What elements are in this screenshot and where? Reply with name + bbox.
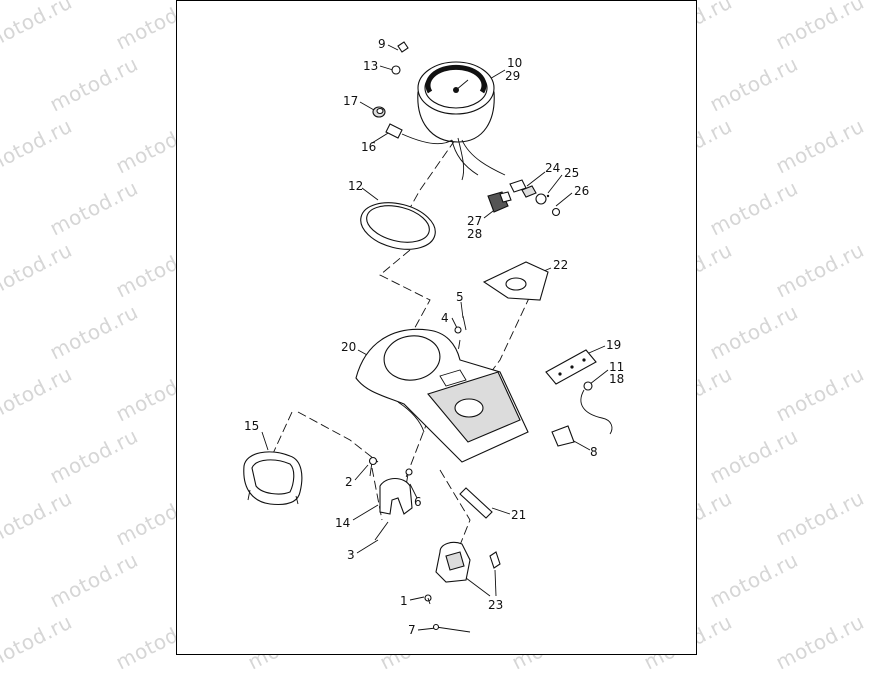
console bbox=[355, 328, 529, 463]
screw-2 bbox=[368, 456, 378, 477]
indicator-strip bbox=[545, 349, 597, 385]
callout-5: 5 bbox=[456, 290, 464, 304]
callout-7: 7 bbox=[408, 623, 416, 637]
trim-strip bbox=[459, 487, 493, 519]
speedometer bbox=[417, 61, 506, 181]
bezel-ring bbox=[360, 202, 436, 250]
callout-26: 26 bbox=[574, 184, 589, 198]
callout-3: 3 bbox=[347, 548, 355, 562]
indicator-housing bbox=[243, 451, 303, 506]
callout-13: 13 bbox=[363, 59, 378, 73]
callout-15: 15 bbox=[244, 419, 259, 433]
callout-4: 4 bbox=[441, 311, 449, 325]
callout-17: 17 bbox=[343, 94, 358, 108]
callout-2: 2 bbox=[345, 475, 353, 489]
callout-22: 22 bbox=[553, 258, 568, 272]
callout-21: 21 bbox=[511, 508, 526, 522]
screw-1 bbox=[424, 594, 432, 605]
callout-20: 20 bbox=[341, 340, 356, 354]
pin bbox=[374, 521, 389, 541]
callout-10: 10 bbox=[507, 56, 522, 70]
callout-18: 18 bbox=[609, 372, 624, 386]
wire-harness bbox=[580, 381, 613, 435]
callout-1: 1 bbox=[400, 594, 408, 608]
small-fasteners-top bbox=[372, 41, 453, 145]
callout-28: 28 bbox=[467, 227, 482, 241]
callout-8: 8 bbox=[590, 445, 598, 459]
exploded-parts-diagram: 9 13 10 29 17 16 12 24 25 26 27 28 22 5 … bbox=[243, 37, 624, 637]
callout-9: 9 bbox=[378, 37, 386, 51]
callout-25: 25 bbox=[564, 166, 579, 180]
callout-6: 6 bbox=[414, 495, 422, 509]
callout-14: 14 bbox=[335, 516, 350, 530]
callout-23: 23 bbox=[488, 598, 503, 612]
callout-11: 11 bbox=[609, 360, 624, 374]
clamp-bracket bbox=[379, 477, 413, 515]
screw-6 bbox=[405, 468, 413, 487]
connectors bbox=[487, 179, 561, 217]
mounting-clip bbox=[551, 425, 575, 447]
gasket bbox=[482, 261, 549, 301]
switch-assembly bbox=[435, 541, 501, 583]
callout-24: 24 bbox=[545, 161, 560, 175]
callout-16: 16 bbox=[361, 140, 376, 154]
callout-19: 19 bbox=[606, 338, 621, 352]
console-screws bbox=[454, 315, 467, 334]
callout-12: 12 bbox=[348, 179, 363, 193]
callout-27: 27 bbox=[467, 214, 482, 228]
callout-labels: 9 13 10 29 17 16 12 24 25 26 27 28 22 5 … bbox=[244, 37, 624, 637]
rod bbox=[432, 623, 471, 633]
callout-29: 29 bbox=[505, 69, 520, 83]
